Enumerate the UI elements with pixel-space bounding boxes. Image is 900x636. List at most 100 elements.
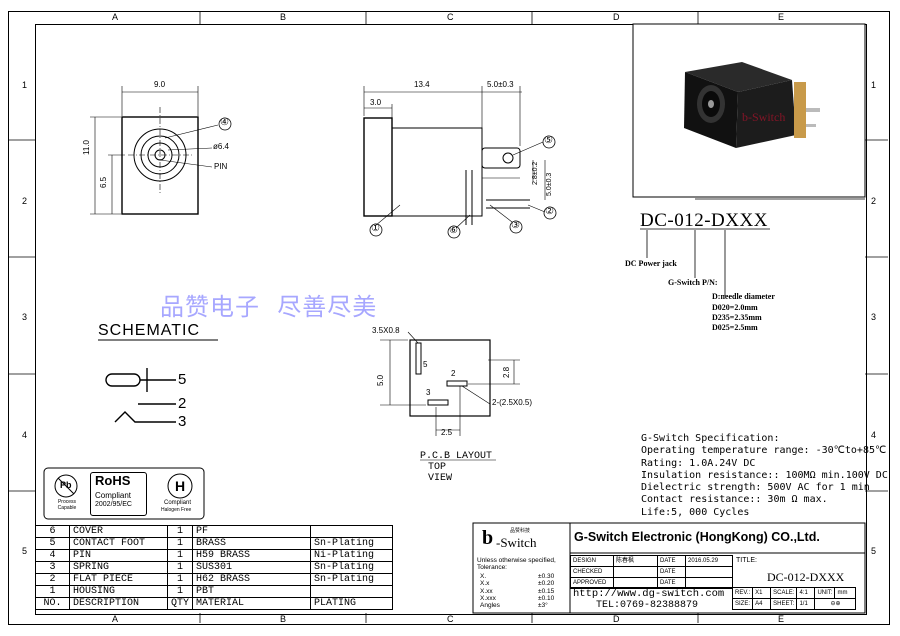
pcb-pin-2: 2: [451, 369, 456, 378]
spec-line: Insulation resistance:: 100MΩ min.100V D…: [641, 469, 888, 481]
zone-4: 4: [22, 430, 28, 440]
zone-a: A: [112, 12, 119, 22]
date-label: DATE: [657, 555, 686, 567]
dim-diameter: ø6.4: [213, 142, 230, 151]
design-value: 陈春枫: [613, 555, 658, 567]
zone-d: D: [613, 12, 620, 22]
logo-text: -Switch: [496, 535, 537, 550]
zone-3: 3: [871, 312, 877, 322]
outer-frame: [8, 11, 890, 625]
spec-line: Rating: 1.0A.24V DC: [641, 457, 756, 469]
date-label: DATE: [657, 566, 686, 578]
projection-icon: ⊖⊕: [814, 598, 857, 610]
checked-label: CHECKED: [570, 566, 614, 578]
title-value: DC-012-DXXX: [767, 570, 845, 584]
callout-2: ②: [545, 206, 554, 217]
title-field: TITLE: DC-012-DXXX: [732, 555, 866, 587]
tolerance-title: Unless otherwise specified, Tolerance:: [477, 557, 556, 571]
tolerance-table: X.±0.30 X.x±0.20 X.xx±0.15 X.xxx±0.10 An…: [480, 573, 555, 610]
dim-height: 11.0: [82, 140, 91, 155]
date-value: 2016.05.29: [685, 555, 733, 567]
zone-5: 5: [871, 546, 877, 556]
scale-label: SCALE:: [770, 587, 798, 599]
pn-label: G-Switch P/N:: [668, 278, 718, 287]
scale-value: 4:1: [796, 587, 816, 599]
pn-option: D020=2.0mm: [712, 303, 758, 312]
design-label: DESIGN: [570, 555, 614, 567]
callout-1: ①: [371, 223, 380, 234]
pin-label: PIN: [214, 162, 228, 171]
rev-value: X1: [752, 587, 772, 599]
company-name: G-Switch Electronic (HongKong) CO.,Ltd.: [574, 530, 820, 544]
zone-c: C: [447, 12, 454, 22]
pcb-dim-pad: 2-(2.5X0.5): [492, 398, 533, 407]
halogen-free-label: Halogen Free: [161, 507, 192, 513]
zone-a: A: [112, 614, 119, 624]
spec-line: Life:5, 000 Cycles: [641, 506, 750, 518]
website-link[interactable]: http://www.dg-switch.com: [573, 588, 725, 600]
pcb-pin-3: 3: [426, 388, 431, 397]
zone-1: 1: [22, 80, 28, 90]
pcb-pin-5: 5: [423, 360, 428, 369]
zone-3: 3: [22, 312, 28, 322]
callout-6: ⑥: [449, 225, 458, 236]
product-photo: [684, 62, 820, 148]
zone-b: B: [280, 12, 287, 22]
pn-option: D025=2.5mm: [712, 323, 758, 332]
zone-4: 4: [871, 430, 877, 440]
pn-needle: D:needle diameter: [712, 292, 775, 301]
schematic-pin-3: 3: [178, 413, 187, 430]
rohs-badge: [90, 472, 147, 516]
pb-sub: Process Capable: [57, 499, 77, 511]
company-logo: b -Switch 品赞科技: [480, 527, 564, 550]
dim-tab-height: 5.0±0.3: [546, 172, 553, 196]
photo-brand: b-Switch: [742, 110, 786, 124]
url-row: http://www.dg-switch.com: [570, 587, 732, 601]
pcb-caption-view: VIEW: [428, 473, 453, 484]
sheet-value: 1/1: [796, 598, 816, 610]
date-label: DATE: [657, 577, 686, 589]
sheet-label: SHEET:: [770, 598, 798, 610]
side-view: [363, 86, 557, 239]
front-view: [90, 86, 232, 215]
spec-line: Dielectric strength: 500V AC for 1 min: [641, 482, 870, 494]
pn-desc: DC Power jack: [625, 259, 677, 268]
zone-5: 5: [22, 546, 28, 556]
pcb-caption: P.C.B LAYOUT: [420, 451, 493, 462]
rohs-compliant: Compliant: [95, 491, 132, 500]
pb-free-icon: Pb: [60, 480, 72, 490]
inner-frame: [35, 24, 867, 615]
title-label: TITLE:: [736, 557, 758, 564]
tel-row: TEL:0769-82388879: [570, 600, 732, 613]
logo-cn: 品赞科技: [510, 528, 531, 534]
pcb-dim-right: 2.8: [502, 366, 511, 378]
spec-line: Contact resistance:: 30m Ω max.: [641, 494, 828, 506]
halogen-free-icon: H: [175, 478, 186, 494]
spec-line: G-Switch Specification:: [641, 433, 780, 444]
part-number-title: DC-012-DXXX: [640, 210, 768, 231]
zone-2: 2: [22, 196, 28, 206]
pn-option: D235=2.35mm: [712, 313, 762, 322]
rev-label: REV.:: [731, 587, 754, 599]
pcb-caption-top: TOP: [428, 462, 447, 473]
zone-2: 2: [871, 196, 877, 206]
part-number-leaders: [640, 198, 865, 296]
callout-4: ④: [220, 117, 229, 128]
size-value: A4: [752, 598, 772, 610]
specification: G-Switch Specification: Operating temper…: [641, 433, 888, 519]
rohs-directive: 2002/95/EC: [95, 501, 132, 508]
sheet-info: REV.:X1 SCALE:4:1 UNIT:mm SIZE:A4 SHEET:…: [731, 587, 857, 610]
callout-5: ⑤: [544, 135, 553, 146]
telephone: TEL:0769-82388879: [596, 600, 699, 611]
watermark: 品赞电子 尽善尽美: [160, 293, 378, 321]
dim-tab-width: 5.0±0.3: [487, 80, 514, 89]
zone-1: 1: [871, 80, 877, 90]
zone-b: B: [280, 614, 287, 624]
unit-value: mm: [834, 587, 857, 599]
schematic-pin-5: 5: [178, 371, 187, 388]
schematic-pin-2: 2: [178, 395, 187, 412]
dim-length: 13.4: [414, 80, 430, 89]
